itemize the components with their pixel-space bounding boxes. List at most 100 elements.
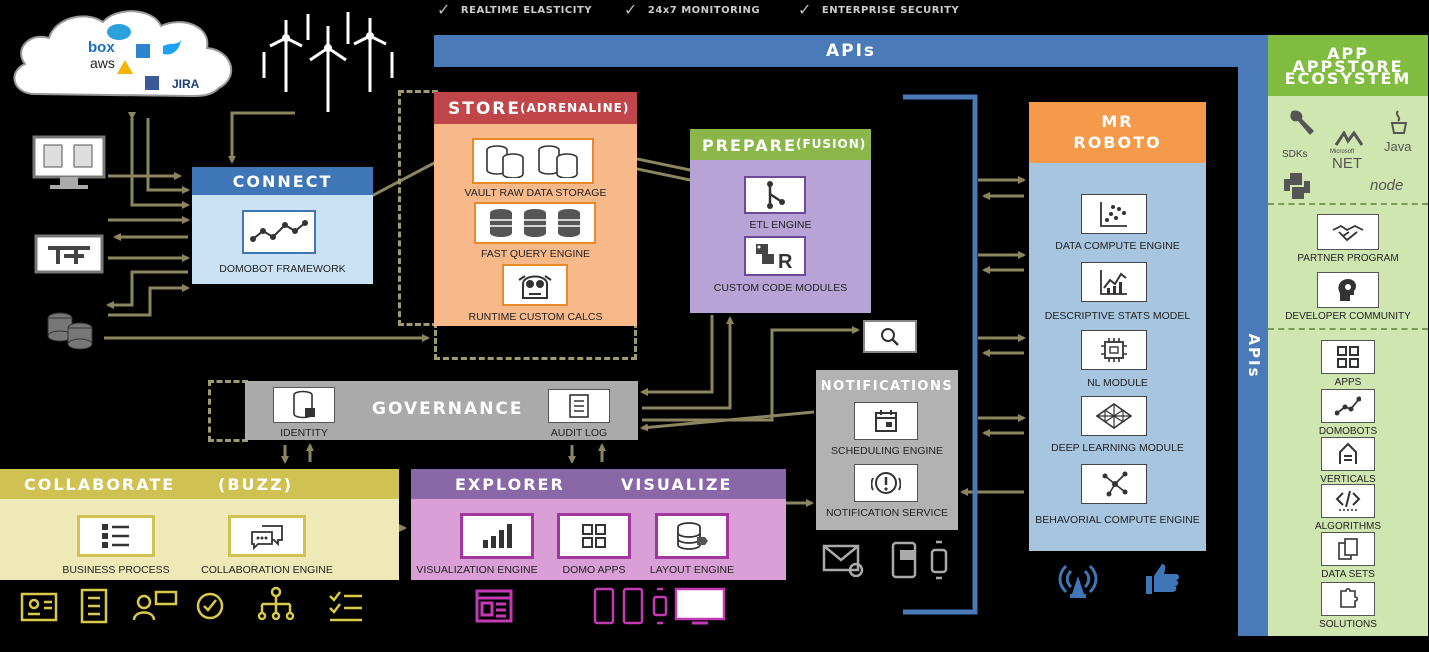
search-box[interactable]: [863, 320, 917, 353]
collaborate-user-icons: [20, 586, 362, 624]
neural-mesh-icon: [1095, 403, 1133, 429]
explorer-header: EXPLORER VISUALIZE: [411, 469, 786, 499]
business-process-icon-box[interactable]: [77, 515, 155, 557]
governance-dashed: [208, 380, 248, 442]
domobots-item[interactable]: DOMOBOTS: [1268, 389, 1428, 437]
dashboard-page-icon: [475, 589, 513, 623]
behavorial-compute-icon-box[interactable]: [1081, 464, 1147, 504]
algorithms-label: ALGORITHMS: [1314, 521, 1382, 532]
grid-apps-icon: [582, 524, 606, 548]
prepare-title: PREPARE: [702, 136, 797, 155]
apps-item[interactable]: APPS: [1268, 340, 1428, 388]
developer-head-icon: [1338, 279, 1356, 301]
deep-learning-icon-box[interactable]: [1081, 396, 1147, 436]
microsoft-label: Microsoft: [1330, 149, 1355, 155]
developer-community-label: DEVELOPER COMMUNITY: [1285, 311, 1411, 322]
chip-icon: [1101, 338, 1127, 362]
brain-gear-icon: [518, 275, 552, 299]
data-compute-icon-box[interactable]: [1081, 194, 1147, 234]
vault-storage-icon-box[interactable]: [472, 138, 594, 184]
roboto-panel: MR ROBOTO DATA COMPUTE ENGINE DESCRIPTIV…: [1029, 102, 1206, 551]
domo-apps-icon-box[interactable]: [557, 513, 631, 559]
algorithms-item[interactable]: ALGORITHMS: [1268, 484, 1428, 532]
java-cup-icon: [1390, 110, 1408, 134]
nodes-icon: [250, 220, 308, 242]
apis-top-bar: APIs: [434, 35, 1268, 67]
signal-alert-icon: [1058, 564, 1098, 598]
appstore-title-line2: APPSTORE: [1292, 57, 1404, 76]
identity-icon-box[interactable]: [273, 387, 335, 423]
scheduling-engine-icon-box[interactable]: [854, 402, 918, 440]
behavorial-compute-label: BEHAVORIAL COMPUTE ENGINE: [1035, 514, 1200, 526]
data-sets-item[interactable]: DATA SETS: [1268, 532, 1428, 580]
visualization-engine-label: VISUALIZATION ENGINE: [416, 564, 538, 576]
prepare-subtitle: (FUSION): [796, 137, 867, 151]
solutions-item[interactable]: SOLUTIONS: [1268, 582, 1428, 630]
store-dashed-bottom: [434, 322, 637, 360]
alert-circle-icon: [871, 472, 901, 494]
nl-module-icon-box[interactable]: [1081, 330, 1147, 370]
verticals-icon-box: [1321, 437, 1375, 471]
sdks-label: SDKs: [1282, 149, 1308, 160]
collaborate-panel: COLLABORATE (BUZZ) BUSINESS PROCESS COLL…: [0, 469, 399, 580]
store-subtitle: (ADRENALINE): [520, 101, 630, 115]
business-process-label: BUSINESS PROCESS: [62, 564, 170, 576]
audit-log-icon-box[interactable]: [548, 389, 610, 423]
connect-title: CONNECT: [232, 172, 333, 191]
visualization-engine-icon-box[interactable]: [460, 513, 534, 559]
cloud-logo-aws: aws: [90, 55, 115, 71]
domobot-framework-icon-box[interactable]: [242, 210, 316, 254]
layout-engine-icon-box[interactable]: [655, 513, 729, 559]
solutions-icon-box: [1321, 582, 1375, 616]
checkmark-icon: ✓: [437, 0, 451, 19]
scheduling-engine-label: SCHEDULING ENGINE: [830, 445, 944, 457]
apps-label: APPS: [1334, 377, 1362, 388]
visualize-title: VISUALIZE: [621, 475, 733, 494]
data-sets-label: DATA SETS: [1321, 569, 1375, 580]
prepare-panel: PREPARE (FUSION) ETL ENGINE R CUSTOM COD…: [690, 129, 871, 313]
fast-query-icon-box[interactable]: [474, 202, 596, 244]
etl-engine-icon-box[interactable]: [744, 176, 806, 214]
runtime-calcs-icon-box[interactable]: [502, 264, 568, 306]
svg-text:R: R: [778, 251, 793, 272]
developer-community-item[interactable]: DEVELOPER COMMUNITY: [1268, 272, 1428, 322]
custom-code-icon-box[interactable]: R: [744, 236, 806, 276]
windmills-icon: [262, 12, 394, 112]
sdk-wrench-icon: [1290, 110, 1314, 135]
mobile-devices-icon: [891, 540, 948, 580]
collaborate-title: COLLABORATE: [24, 475, 176, 494]
database-cluster-icon: [486, 145, 578, 178]
roboto-header: MR ROBOTO: [1029, 102, 1206, 163]
appstore-divider-2: [1268, 328, 1428, 330]
notification-service-label: NOTIFICATION SERVICE: [825, 507, 949, 519]
check-label: 24x7 MONITORING: [647, 5, 761, 16]
etl-engine-label: ETL ENGINE: [749, 219, 812, 231]
monitor-spreadsheet-icon: [32, 135, 106, 189]
deep-learning-label: DEEP LEARNING MODULE: [1051, 442, 1184, 454]
descriptive-stats-icon-box[interactable]: [1081, 262, 1147, 302]
appstore-title-line1: APP: [1327, 44, 1369, 63]
terminal-icon: [34, 234, 104, 274]
verticals-label: VERTICALS: [1320, 474, 1376, 485]
domobots-label: DOMOBOTS: [1318, 426, 1378, 437]
dotnet-icon: [1334, 131, 1364, 146]
appstore-divider-1: [1268, 203, 1428, 205]
governance-title: GOVERNANCE: [372, 399, 524, 419]
chat-bubbles-icon: [251, 525, 283, 550]
partner-program-item[interactable]: PARTNER PROGRAM: [1268, 214, 1428, 264]
domobots-icon-box: [1321, 389, 1375, 423]
email-icon: [822, 544, 864, 578]
collaboration-engine-icon-box[interactable]: [228, 515, 306, 557]
checkmark-icon: ✓: [624, 0, 638, 19]
node-label: node: [1370, 177, 1404, 194]
roboto-title-line2: ROBOTO: [1073, 133, 1162, 152]
scatter-plot-icon: [1100, 202, 1127, 227]
store-title: STORE: [448, 99, 521, 119]
fast-query-label: FAST QUERY ENGINE: [480, 248, 591, 260]
devices-icon: [593, 587, 726, 625]
connect-panel: CONNECT DOMOBOT FRAMEWORK: [192, 167, 373, 284]
vault-storage-label: VAULT RAW DATA STORAGE: [464, 187, 607, 199]
notification-service-icon-box[interactable]: [854, 464, 918, 502]
verticals-item[interactable]: VERTICALS: [1268, 437, 1428, 485]
